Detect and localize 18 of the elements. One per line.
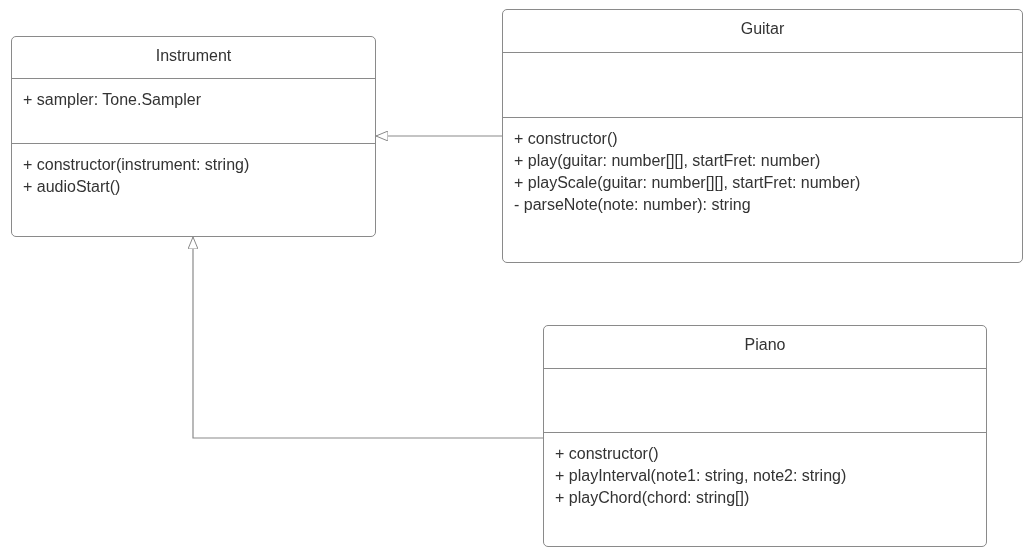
inheritance-arrow: [187, 236, 544, 439]
class-box: [502, 9, 1023, 263]
class-box: [11, 36, 376, 237]
class-name: Piano: [743, 336, 787, 354]
class-member: + constructor(instrument: string): [23, 155, 250, 175]
inheritance-arrow: [375, 130, 503, 142]
class-member: + playScale(guitar: number[][], startFret: number): [514, 173, 861, 193]
class-member: - parseNote(note: number): string: [514, 195, 751, 215]
class-box: [543, 325, 987, 547]
class-member: + playChord(chord: string[]): [555, 488, 750, 508]
class-member: + constructor(): [555, 444, 659, 464]
class-name: Instrument: [154, 47, 233, 65]
class-name: Guitar: [739, 20, 786, 38]
class-member: + audioStart(): [23, 177, 121, 197]
class-member: + sampler: Tone.Sampler: [23, 90, 201, 110]
class-member: + play(guitar: number[][], startFret: number): [514, 151, 821, 171]
class-member: + playInterval(note1: string, note2: string): [555, 466, 847, 486]
class-member: + constructor(): [514, 129, 618, 149]
